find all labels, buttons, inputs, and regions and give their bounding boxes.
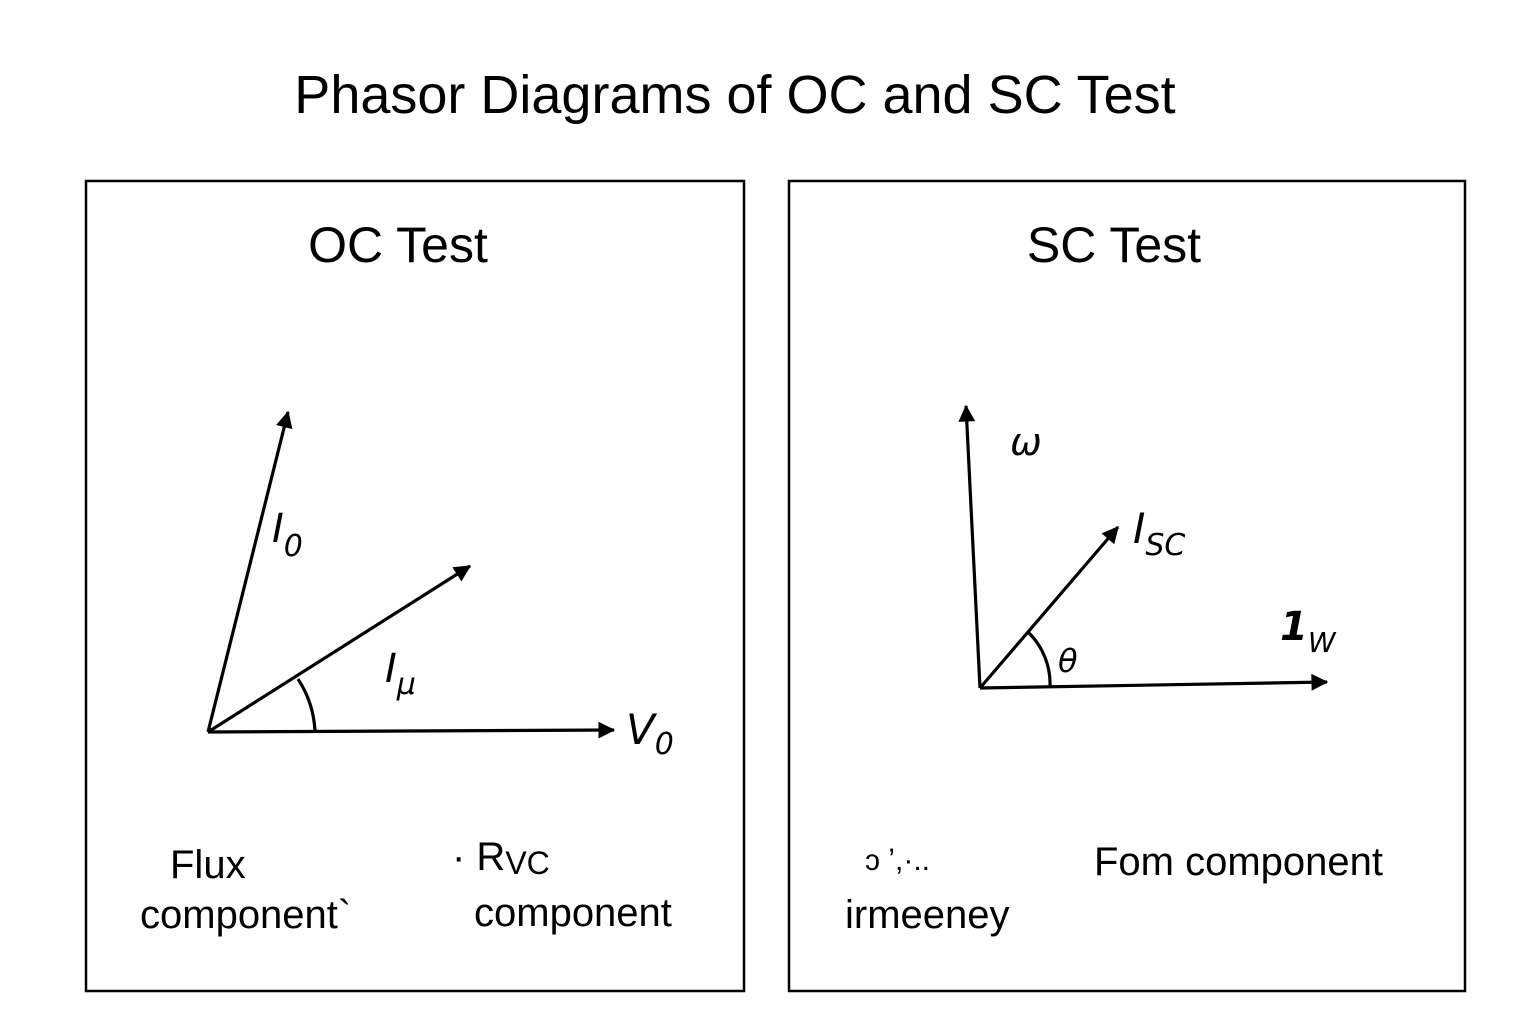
- sc-caption-garbled: ɔ ʼ,·..: [865, 844, 930, 877]
- omega-label: ω: [1010, 420, 1042, 464]
- imu-label: Iμ: [385, 646, 416, 702]
- page-title: Phasor Diagrams of OC and SC Test: [294, 65, 1175, 125]
- oc-panel: OC Test I0 Iμ V0 Flux component` · RVC c…: [84, 179, 746, 993]
- isc-phasor: [978, 525, 1120, 690]
- v0-label: V0: [626, 705, 674, 762]
- fom-caption: Fom component: [1094, 840, 1383, 884]
- rvc-caption-line1: · RVC: [452, 835, 550, 881]
- imu-phasor: [207, 564, 472, 734]
- oc-title: OC Test: [308, 217, 488, 273]
- i0-label: I0: [272, 506, 303, 564]
- i0-phasor: [206, 410, 293, 733]
- sc-title: SC Test: [1027, 217, 1201, 273]
- sc-panel-border: [787, 179, 1467, 993]
- theta-label: θ: [1058, 642, 1078, 680]
- rvc-caption-line2: component: [474, 891, 672, 935]
- iw-phasor: [979, 673, 1329, 691]
- oc-panel-border: [84, 179, 746, 993]
- oc-angle-arc: [296, 678, 317, 732]
- flux-caption-line1: Flux: [170, 843, 246, 887]
- iw-label: 1W: [1280, 604, 1337, 659]
- isc-label: ISC: [1133, 504, 1185, 563]
- vertical-phasor: [958, 404, 982, 689]
- theta-arc: [1027, 631, 1052, 688]
- sc-caption-line2: irmeeney: [845, 893, 1010, 937]
- v0-phasor: [207, 721, 616, 739]
- flux-caption-line2: component`: [140, 893, 351, 937]
- sc-panel: SC Test ω ISC 1W θ ɔ ʼ,·.. irmeeney Fom …: [787, 179, 1467, 993]
